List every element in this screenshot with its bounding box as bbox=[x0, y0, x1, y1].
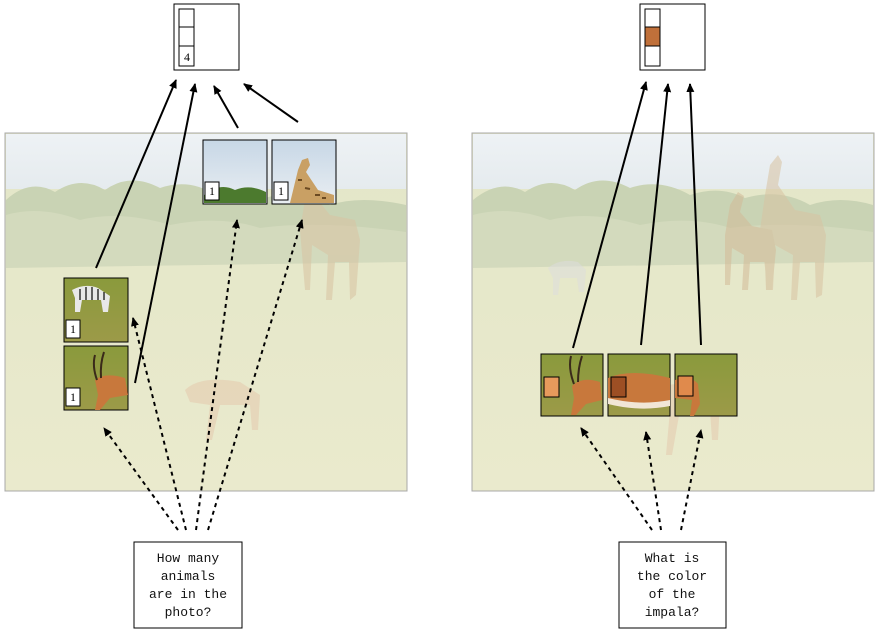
left-output-slot-2 bbox=[178, 26, 195, 47]
left-question-box: How many animals are in the photo? bbox=[133, 541, 243, 629]
left-question-line-1: How many bbox=[157, 551, 220, 566]
left-question-line-2: animals bbox=[161, 569, 216, 584]
impala-patch[interactable]: 1 bbox=[63, 345, 129, 411]
giraffe-patch-count-box bbox=[273, 181, 289, 201]
right-scene-photo bbox=[471, 132, 875, 492]
giraffe-patch-count: 1 bbox=[278, 184, 284, 198]
left-output-slot-1 bbox=[178, 8, 195, 28]
right-solid-arrows bbox=[572, 81, 702, 349]
giraffe-patch[interactable]: 1 bbox=[271, 139, 337, 205]
left-output-box: 4 bbox=[173, 3, 240, 71]
right-output-slot-1 bbox=[644, 8, 661, 28]
zebra-patch-count: 1 bbox=[70, 322, 76, 336]
left-output-count: 4 bbox=[184, 50, 190, 64]
left-output-slot-3 bbox=[178, 45, 195, 67]
impala-body-color-swatch bbox=[610, 376, 627, 398]
right-dashed-arrows bbox=[580, 427, 704, 531]
zebra-patch[interactable]: 1 bbox=[63, 277, 129, 343]
sky-tree-patch[interactable]: 1 bbox=[202, 139, 268, 205]
impala-body-patch[interactable] bbox=[607, 353, 671, 417]
impala-patch-count-box bbox=[65, 387, 81, 407]
right-question-line-4: impala? bbox=[645, 605, 700, 620]
right-output-slot-3 bbox=[644, 45, 661, 67]
left-dashed-arrows bbox=[103, 219, 304, 531]
impala-patch-count: 1 bbox=[70, 390, 76, 404]
right-output-box bbox=[639, 3, 706, 71]
impala-head-patch[interactable] bbox=[540, 353, 604, 417]
right-question-line-3: of the bbox=[649, 587, 696, 602]
right-question-line-1: What is bbox=[645, 551, 700, 566]
sky-tree-patch-count: 1 bbox=[209, 184, 215, 198]
left-question-line-3: are in the bbox=[149, 587, 227, 602]
impala-rear-color-swatch bbox=[677, 375, 694, 397]
right-question-box: What is the color of the impala? bbox=[618, 541, 727, 629]
sky-tree-patch-count-box bbox=[204, 181, 220, 201]
impala-rear-patch[interactable] bbox=[674, 353, 738, 417]
zebra-patch-count-box bbox=[65, 319, 81, 339]
left-question-line-4: photo? bbox=[165, 605, 212, 620]
impala-head-color-swatch bbox=[543, 376, 560, 398]
right-output-slot-2 bbox=[644, 26, 661, 47]
right-question-line-2: the color bbox=[637, 569, 707, 584]
left-solid-arrows bbox=[95, 79, 299, 384]
